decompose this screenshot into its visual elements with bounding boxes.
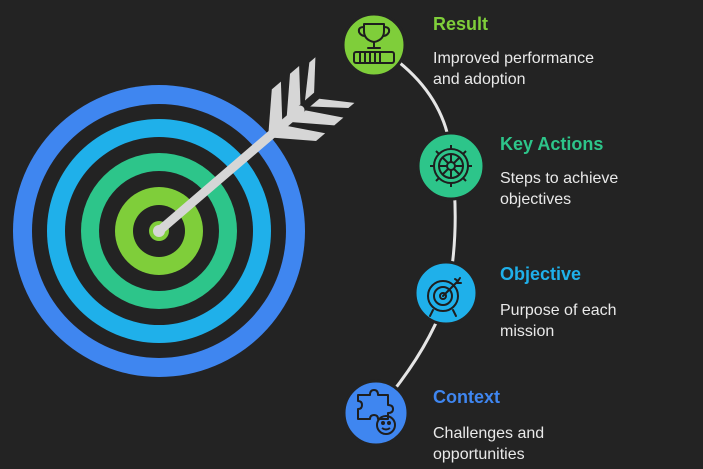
key-actions-description: Steps to achieve objectives [500,168,700,210]
result-description: Improved performance and adoption [433,48,633,90]
connector-arc [373,43,457,413]
trophy-icon [353,23,395,64]
key-actions-node [416,131,486,201]
objective-title: Objective [500,264,582,284]
objective-node [413,260,479,326]
context-desc-line: opportunities [433,446,525,463]
key-actions-title: Key Actions [500,134,604,154]
objective-description: Purpose of each mission [500,300,700,342]
result-node [341,12,407,78]
puzzle-icon [357,389,396,435]
key-actions-desc-line: objectives [500,191,572,208]
result-desc-line: Improved performance [433,50,594,67]
context-node [342,379,410,447]
key-actions-desc-line: Steps to achieve [500,170,619,187]
gear-icon [430,145,472,187]
arrow-tip [153,225,165,237]
result-desc-line: and adoption [433,71,526,88]
objective-desc-line: Purpose of each [500,302,617,319]
target-icon [427,277,462,317]
context-desc-line: Challenges and [433,425,545,442]
arrow-fletching [268,57,355,142]
context-description: Challenges and opportunities [433,423,633,465]
arrow-shaft [154,105,305,236]
context-title: Context [433,387,500,407]
objective-desc-line: mission [500,323,555,340]
arrow-graphic [153,57,355,237]
result-title: Result [433,14,489,34]
